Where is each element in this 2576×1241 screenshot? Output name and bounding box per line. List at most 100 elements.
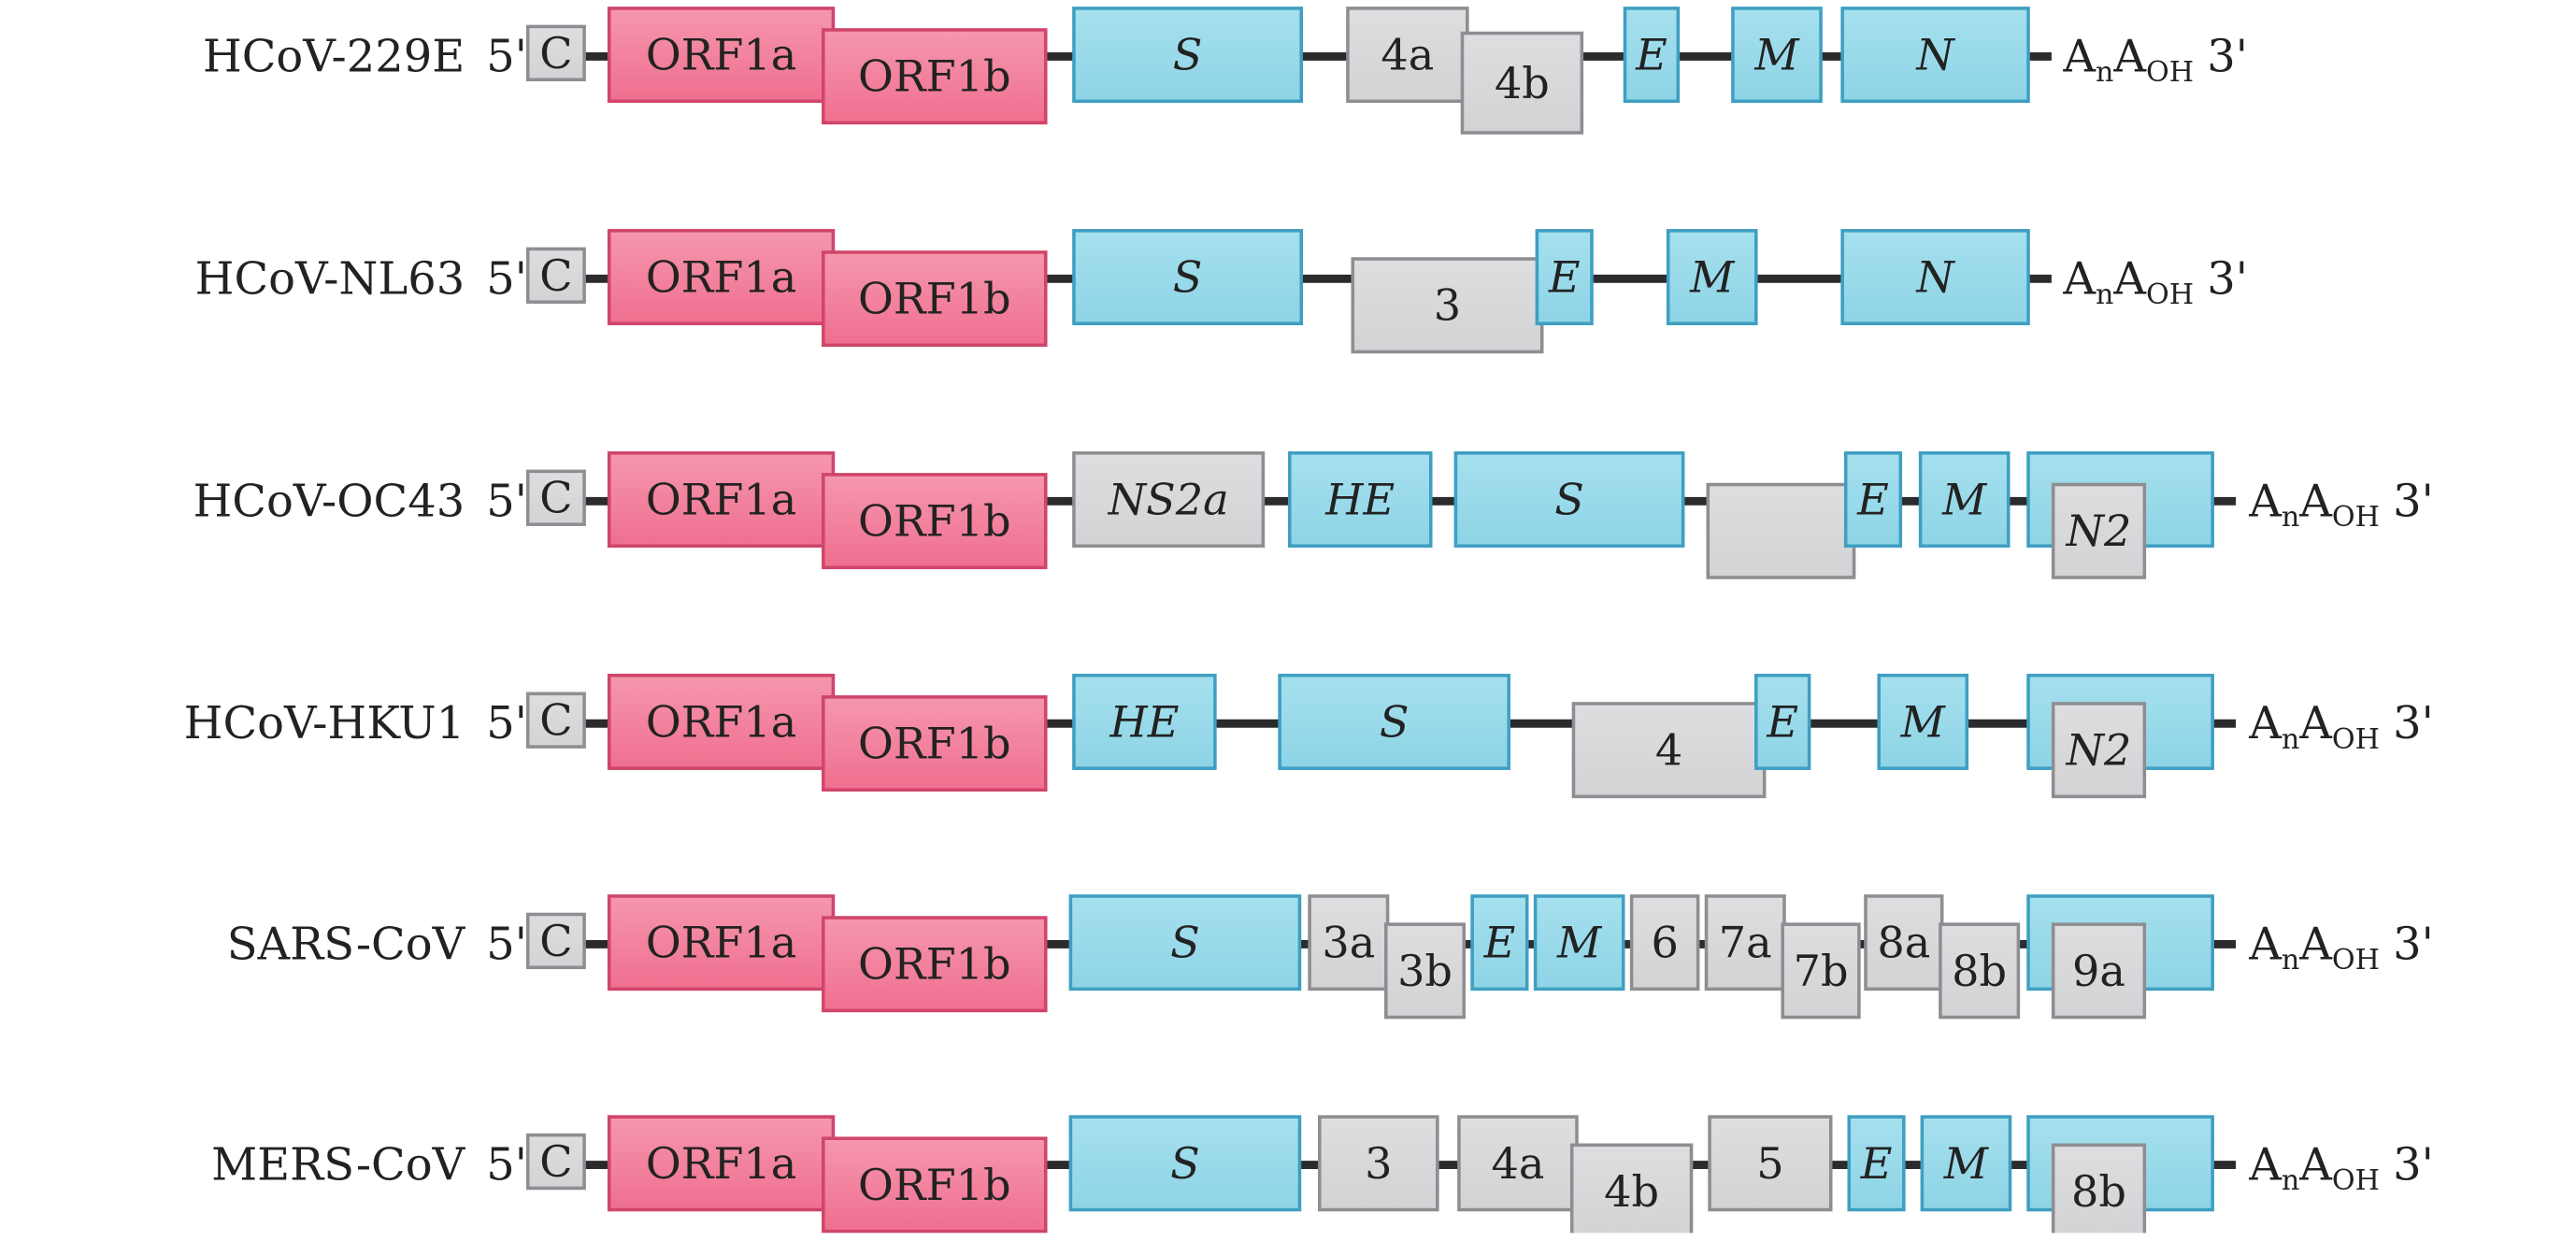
five-prime-label: 5'	[486, 1140, 527, 1191]
gene-label: C	[539, 250, 572, 301]
gene-box	[822, 473, 1048, 570]
gene-box	[1317, 1115, 1439, 1212]
gene-box	[822, 695, 1048, 792]
gene-box	[1571, 702, 1767, 799]
gene-label: 3	[1365, 1138, 1392, 1189]
gene-label: M	[1556, 918, 1603, 968]
gene-8b: 8b	[1939, 922, 2021, 1020]
gene-box	[1068, 894, 1302, 991]
gene-label: M	[1689, 252, 1736, 303]
gene-he: HE	[1288, 451, 1433, 549]
gene-label: M	[1943, 1138, 1990, 1189]
gene-box	[525, 469, 586, 526]
gene-box	[1351, 257, 1544, 354]
gene-label: 4	[1655, 725, 1682, 776]
gene-label: ORF1a	[646, 474, 797, 524]
gene-label: 5	[1756, 1138, 1783, 1189]
gene-label: S	[1173, 30, 1203, 80]
gene-orf1a: ORF1a	[607, 894, 836, 991]
gene-4b: 4b	[1569, 1143, 1694, 1240]
gene-label: 4b	[1604, 1166, 1659, 1217]
gene-orf1a: ORF1a	[607, 1115, 836, 1212]
gene-box	[822, 250, 1048, 348]
gene-label: E	[1548, 252, 1581, 303]
genome-name: SARS-CoV	[227, 919, 466, 970]
gene-box	[1072, 673, 1217, 770]
gene-box	[1288, 451, 1433, 549]
gene-label: ORF1a	[646, 252, 797, 303]
gene-box	[607, 1115, 836, 1212]
gene-cap: C	[525, 1133, 586, 1191]
gene-e: E	[1535, 229, 1594, 326]
gene-7b: 7b	[1781, 922, 1861, 1020]
gene-box	[525, 912, 586, 970]
gene-box	[607, 894, 836, 991]
gene-box	[1706, 482, 1856, 579]
gene-label: ORF1b	[858, 51, 1011, 102]
gene-s: S	[1072, 7, 1304, 104]
gene-label: ORF1b	[858, 1160, 1011, 1210]
gene-box	[1918, 451, 2011, 549]
gene-label: N2	[2066, 725, 2132, 776]
gene-orf1b: ORF1b	[822, 28, 1048, 125]
gene-label: 8b	[1952, 946, 2007, 996]
gene-box	[1629, 894, 1700, 991]
gene-8b: 8b	[2051, 1143, 2147, 1240]
gene-label: E	[1766, 696, 1798, 747]
gene-9a: 9a	[2051, 922, 2147, 1020]
gene-label: C	[539, 473, 572, 523]
genome-row-hcov-oc43: HCoV-OC435'CORF1aORF1bNS2aHESEMNN2AnAOH3…	[193, 451, 2434, 579]
gene-label: ORF1b	[858, 939, 1011, 990]
gene-label: NS2a	[1108, 474, 1229, 524]
gene-label: S	[1170, 918, 1200, 968]
gene-e: E	[1623, 7, 1681, 104]
gene-label: N	[1915, 30, 1955, 80]
gene-box	[1623, 7, 1681, 104]
gene-label: ORF1b	[858, 274, 1011, 324]
gene-label: E	[1856, 474, 1889, 524]
genome-row-sars-cov: SARS-CoV5'CORF1aORF1bS3a3bEM67a7b8a8bN9a…	[227, 894, 2434, 1020]
three-prime-label: 3'	[2393, 1140, 2434, 1191]
gene-box	[525, 692, 586, 749]
genome-name: HCoV-NL63	[195, 253, 465, 305]
gene-e: E	[1754, 673, 1811, 770]
gene-box	[1457, 1115, 1579, 1212]
gene-ns2a: NS2a	[1072, 451, 1266, 549]
three-prime-label: 3'	[2207, 31, 2248, 82]
gene-e: E	[1470, 894, 1529, 991]
gene-m: M	[1533, 894, 1625, 991]
gene-8a: 8a	[1864, 894, 1944, 991]
gene-label: 8b	[2071, 1166, 2126, 1217]
gene-3: 3	[1351, 257, 1544, 354]
gene-box	[2051, 482, 2147, 579]
gene-box	[607, 673, 836, 770]
three-prime-label: 3'	[2393, 476, 2434, 527]
gene-box	[607, 451, 836, 549]
gene-box	[1864, 894, 1944, 991]
gene-label: C	[539, 916, 572, 966]
gene-label: 9a	[2072, 946, 2125, 996]
gene-n2: N2	[2051, 482, 2147, 579]
gene-label: ORF1a	[646, 696, 797, 747]
five-prime-label: 5'	[486, 253, 527, 305]
gene-box	[1708, 1115, 1833, 1212]
gene-m: M	[1877, 673, 1969, 770]
gene-label: 4b	[1495, 58, 1550, 108]
gene-label: 3b	[1397, 946, 1453, 996]
gene-box	[1840, 7, 2030, 104]
genome-name: MERS-CoV	[211, 1140, 466, 1191]
gene-label: ORF1b	[858, 496, 1011, 547]
gene-e: E	[1843, 451, 1903, 549]
gene-label: ORF1b	[858, 719, 1011, 769]
gene-box	[525, 1133, 586, 1191]
gene-box	[1840, 229, 2030, 326]
gene-label: M	[1753, 30, 1800, 80]
gene-orf1a: ORF1a	[607, 229, 836, 326]
gene-label: C	[539, 695, 572, 746]
